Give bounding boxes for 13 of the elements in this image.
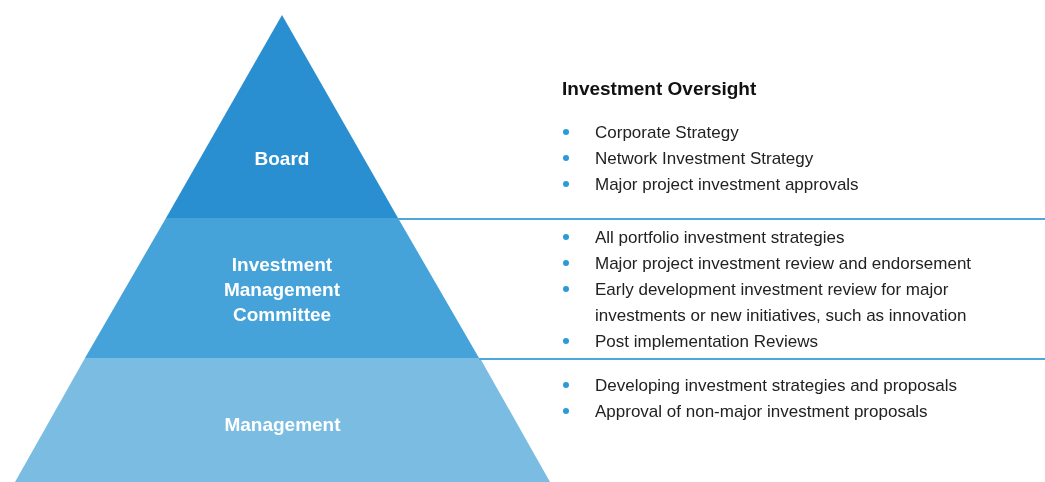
bullet-text: Post implementation Reviews (595, 331, 819, 353)
tier-label: Investment Management Committee (222, 253, 342, 327)
bullet-text: Corporate Strategy (595, 122, 740, 144)
bullet-text: Approval of non-major investment proposals (595, 401, 929, 423)
bullet-text: Major project investment approvals (595, 174, 860, 196)
heading: Investment Oversight (562, 78, 757, 100)
bullet-text: All portfolio investment strategies (595, 227, 846, 249)
bullet-text: Network Investment Strategy (595, 148, 815, 170)
tier-label: Management (223, 413, 342, 437)
bullet-text: Early development investment review for major investments or new initiatives, such as innovation (595, 279, 968, 327)
tier-label: Board (253, 147, 311, 171)
bullet-text: Major project investment review and endorsement (595, 253, 973, 275)
bullet-text: Developing investment strategies and proposals (595, 375, 958, 397)
